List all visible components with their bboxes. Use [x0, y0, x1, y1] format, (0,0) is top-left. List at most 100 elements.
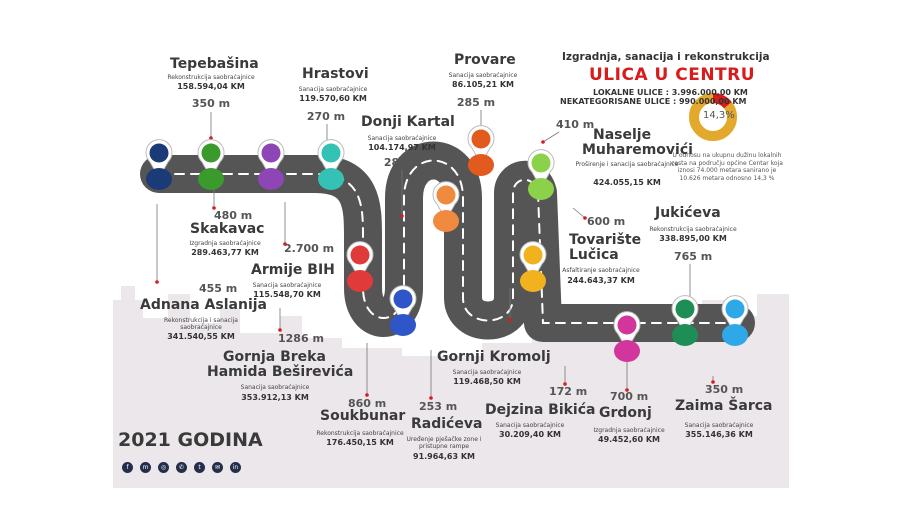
map-pin-dot — [261, 143, 281, 163]
messenger-icon[interactable]: m — [140, 462, 151, 473]
map-pin-base — [318, 168, 344, 190]
map-pin-base — [390, 314, 416, 336]
linkedin-icon[interactable]: in — [230, 462, 241, 473]
street-desc-naselje-muharemovici: Proširenje i sanacija saobraćajnice — [575, 161, 679, 168]
map-pin-icon — [432, 181, 460, 232]
street-amount-radiceva: 91.964,63 KM — [413, 452, 475, 461]
street-name-gornja-breka-line1: Gornja Breka — [223, 349, 326, 365]
street-name-zaima-sarca: Zaima Šarca — [675, 398, 773, 414]
street-desc-skakavac: Izgradnja saobraćajnice — [189, 240, 261, 247]
street-desc-jukiceva: Rekonstrukcija saobraćajnice — [649, 226, 737, 233]
street-name-grdonj: Grdonj — [599, 405, 652, 421]
twitter-icon[interactable]: t — [194, 462, 205, 473]
map-pin-dot — [149, 143, 169, 163]
map-pin-base — [258, 168, 284, 190]
street-name-tovariste-line1: Tovarište — [569, 232, 642, 248]
map-pin-dot — [523, 245, 543, 265]
street-desc-tepebasina: Rekonstrukcija saobraćajnice — [167, 74, 255, 81]
email-icon[interactable]: ✉ — [212, 462, 223, 473]
street-desc-radiceva-line1: Uređenje pješačke zone i — [406, 436, 482, 443]
street-name-donji-kartal: Donji Kartal — [361, 114, 455, 130]
map-pin-icon — [721, 295, 749, 346]
leader-dot-16 — [711, 380, 715, 384]
street-length-naselje-muharemovici: 410 m — [556, 118, 595, 131]
leader-dot-3 — [400, 214, 404, 218]
leader-dot-0 — [209, 136, 213, 140]
street-amount-gornji-kromolj: 119.468,50 KM — [453, 377, 521, 386]
street-name-skakavac: Skakavac — [190, 221, 265, 237]
stat-uncategorized-value: 990.000,00 KM — [678, 97, 747, 106]
map-pin-dot — [725, 299, 745, 319]
winding-road — [140, 141, 755, 342]
street-length-adnana-aslanija: 455 m — [199, 282, 238, 295]
leader-dot-14 — [563, 382, 567, 386]
street-desc-armije-bih: Sanacija saobraćajnice — [252, 282, 322, 289]
leader-dot-5 — [212, 206, 216, 210]
street-amount-armije-bih: 115.548,70 KM — [253, 290, 321, 299]
percent-donut-chart — [689, 93, 737, 141]
stat-local-label: LOKALNE ULICE : — [593, 88, 669, 97]
street-name-gornja-breka-line2: Hamida Beširevića — [207, 364, 354, 380]
street-desc-donji-kartal: Sanacija saobraćajnice — [367, 135, 437, 142]
street-name-radiceva: Radićeva — [411, 416, 483, 432]
leader-dot-10 — [278, 328, 282, 332]
instagram-icon[interactable]: ◎ — [158, 462, 169, 473]
street-amount-provare: 86.105,21 KM — [452, 80, 514, 89]
street-length-hrastovi: 270 m — [306, 110, 346, 123]
street-desc-gornji-kromolj: Sanacija saobraćajnice — [452, 369, 522, 376]
map-pin-icon — [389, 285, 417, 336]
leader-line-8 — [572, 207, 586, 219]
map-pin-icon — [467, 125, 495, 176]
map-pin-base — [672, 324, 698, 346]
street-length-gornja-breka: 1286 m — [278, 332, 324, 345]
street-desc-tovariste-lucica: Asfaltiranje saobraćajnice — [562, 267, 640, 274]
map-pin-icon — [257, 139, 285, 190]
street-amount-dejzina-bikica: 30.209,40 KM — [499, 430, 561, 439]
street-amount-tepebasina: 158.594,04 KM — [177, 82, 245, 91]
map-pin-base — [528, 178, 554, 200]
whatsapp-icon[interactable]: ✆ — [176, 462, 187, 473]
map-pin-icon — [519, 241, 547, 292]
street-length-radiceva: 253 m — [419, 400, 458, 413]
map-pin-icon — [197, 139, 225, 190]
street-desc-zaima-sarca: Sanacija saobraćajnice — [684, 422, 754, 429]
street-name-soukbunar: Soukbunar — [320, 408, 406, 424]
street-length-donji-kartal: 280 m — [383, 156, 423, 169]
map-pin-icon — [145, 139, 173, 190]
map-pin-base — [347, 270, 373, 292]
road-diagram — [140, 93, 755, 400]
street-desc-radiceva-line2: pristupne rampe — [419, 443, 469, 450]
header-headline: ULICA U CENTRU — [589, 65, 756, 85]
leader-dot-4 — [541, 140, 545, 144]
map-pin-dot — [201, 143, 221, 163]
map-pin-dot — [617, 315, 637, 335]
map-pin-base — [198, 168, 224, 190]
street-length-tovariste-lucica: 600 m — [587, 215, 626, 228]
infographic-card: Izgradnja, sanacija i rekonstrukcija ULI… — [113, 38, 789, 488]
street-name-adnana-aslanija: Adnana Aslanija — [140, 297, 267, 313]
street-length-soukbunar: 860 m — [348, 397, 387, 410]
street-desc-adnana-line1: Rekonstrukcija i sanacija — [164, 317, 238, 324]
map-pin-base — [146, 168, 172, 190]
leader-dot-11 — [508, 318, 512, 322]
stat-local-streets: LOKALNE ULICE : 3.996.000,00 KM — [593, 88, 748, 97]
map-pin-icon — [346, 241, 374, 292]
stat-local-value: 3.996.000,00 KM — [671, 88, 748, 97]
street-name-hrastovi: Hrastovi — [302, 66, 369, 82]
street-name-tepebasina: Tepebašina — [170, 56, 259, 72]
donut-percent-segment — [689, 93, 737, 141]
street-name-naselje-line1: Naselje — [593, 127, 652, 143]
street-name-dejzina-bikica: Dejzina Bikića — [485, 402, 596, 418]
street-desc-dejzina-bikica: Sanacija saobraćajnice — [495, 422, 565, 429]
leader-dot-6 — [283, 242, 287, 246]
stat-uncategorized-label: NEKATEGORISANE ULICE : — [560, 97, 677, 106]
street-amount-naselje-muharemovici: 424.055,15 KM — [593, 178, 661, 187]
facebook-icon[interactable]: f — [122, 462, 133, 473]
stat-uncategorized-streets: NEKATEGORISANE ULICE : 990.000,00 KM — [560, 97, 747, 106]
map-pin-dot — [471, 129, 491, 149]
leader-dot-13 — [429, 396, 433, 400]
street-amount-adnana-aslanija: 341.540,55 KM — [167, 332, 235, 341]
street-name-jukiceva: Jukićeva — [655, 205, 721, 221]
street-length-skakavac: 480 m — [214, 209, 253, 222]
map-pin-base — [614, 340, 640, 362]
